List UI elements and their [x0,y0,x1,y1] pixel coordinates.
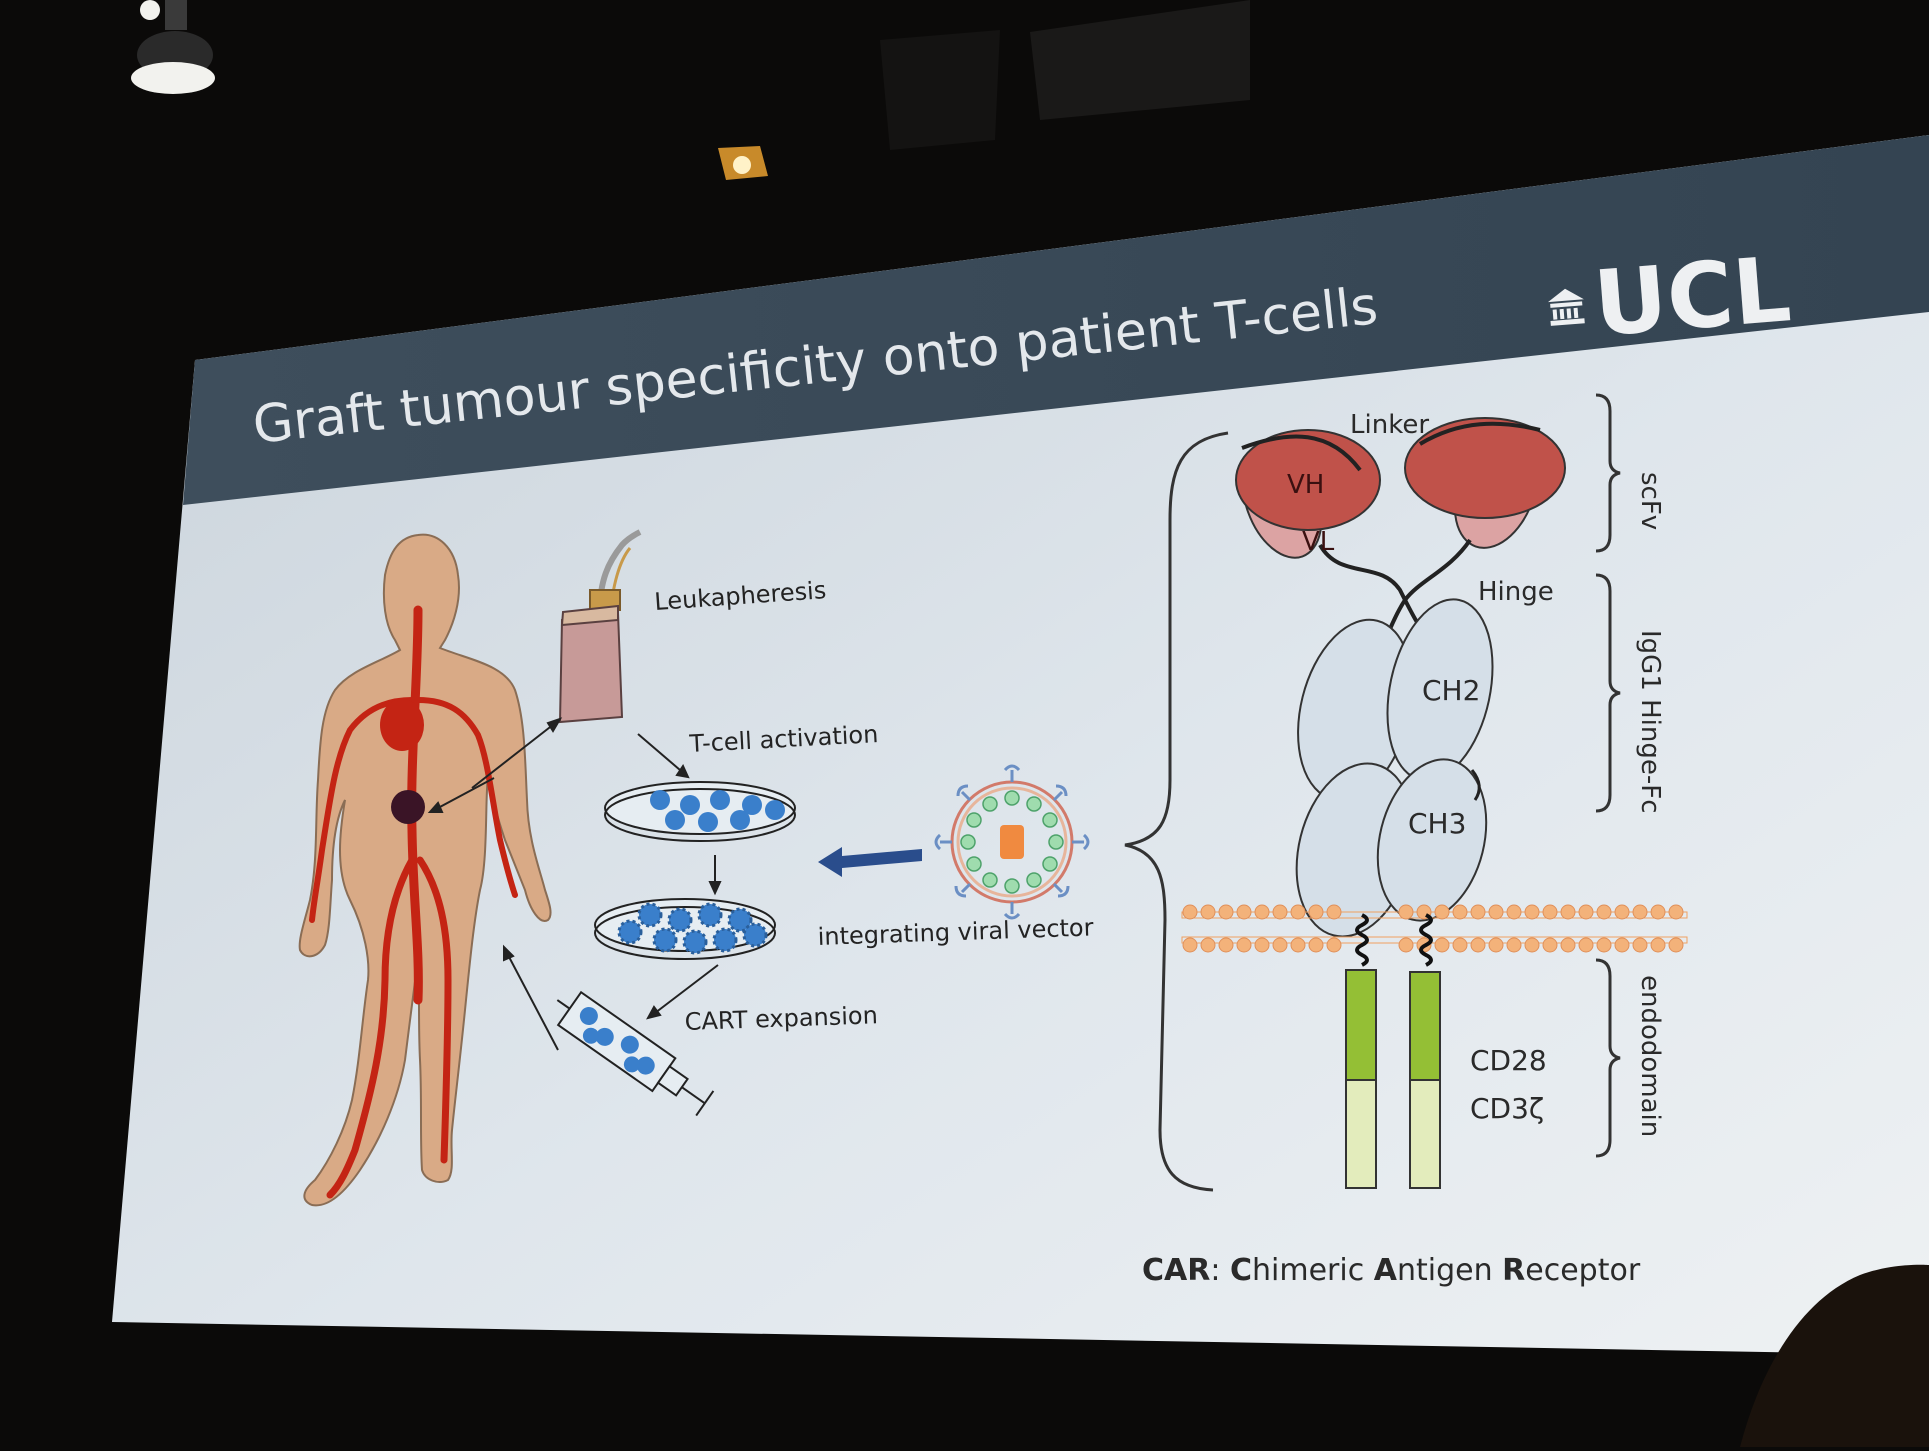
slide-header-band [183,135,1929,505]
label-ch2: CH2 [1422,674,1480,707]
transmembrane-helices [1355,913,1433,967]
car-a: A [1374,1253,1398,1288]
car-c: C [1230,1253,1252,1288]
transduction-arrow [818,847,922,877]
label-hinge: Hinge [1478,577,1554,607]
label-vl: VL [1302,527,1335,557]
label-cart-expansion: CART expansion [684,1001,878,1036]
ucl-portico-icon [1548,288,1585,326]
car-brace [1124,431,1229,1192]
car-acronym: CAR [1142,1253,1210,1288]
human-body-figure [298,533,552,1207]
audience-head [1740,1264,1929,1447]
cell-membrane [1181,904,1688,953]
tumour-icon [391,790,425,824]
car-structure: VH VL Linker CH2 CH3 Hinge [1181,410,1688,1189]
car-himeric: himeric [1252,1253,1374,1288]
label-region-endodomain: endodomain [1635,975,1665,1137]
car-sep: : [1210,1253,1230,1288]
label-cd3z: CD3ζ [1470,1092,1544,1125]
label-region-scfv: scFv [1635,472,1665,530]
workflow-arrows [427,717,722,1051]
car-definition: CAR: Chimeric Antigen Receptor [1142,1253,1641,1288]
car-r: R [1502,1253,1525,1288]
label-vh: VH [1287,470,1324,500]
ceiling-light [131,0,215,94]
car-ntigen: ntigen [1397,1253,1502,1288]
label-region-igg1-hinge-fc: IgG1 Hinge-Fc [1635,630,1665,814]
ucl-wordmark: UCL [1590,237,1794,357]
leukapheresis-bag-icon [558,529,642,724]
label-ch3: CH3 [1408,807,1466,840]
car-eceptor: eceptor [1525,1253,1641,1288]
region-brackets [1595,393,1621,1158]
activation-dish-icon [604,781,796,842]
blood-vessels [309,605,518,1199]
expansion-dish-icon [594,898,776,960]
syringe-icon [556,990,715,1117]
stage-light [718,146,768,180]
label-cd28: CD28 [1470,1044,1547,1077]
viral-vector-icon [934,764,1090,920]
ucl-logo: UCL [1548,237,1794,357]
heart-icon [380,699,424,751]
label-linker: Linker [1350,410,1429,440]
